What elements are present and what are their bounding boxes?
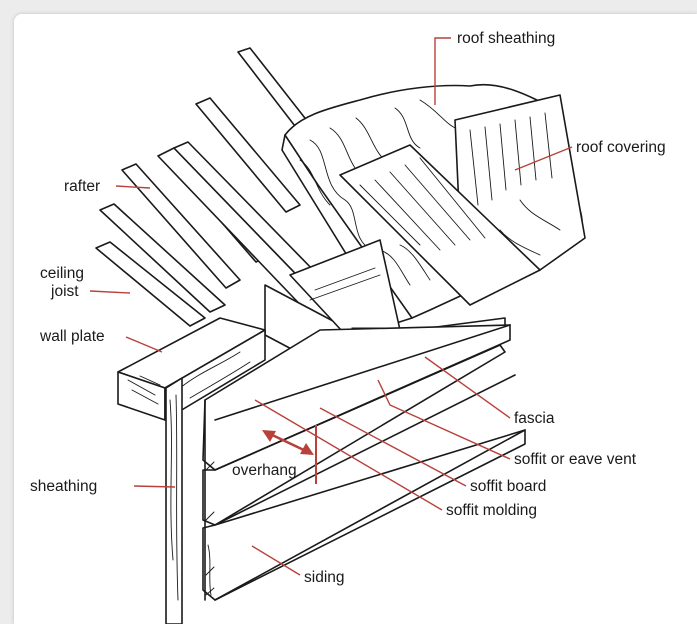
leader-soffit-molding bbox=[254, 399, 443, 511]
wall-sheathing bbox=[165, 377, 183, 624]
leader-rafter bbox=[115, 185, 151, 189]
siding-boards bbox=[202, 324, 526, 601]
label-roof-covering: roof covering bbox=[576, 139, 666, 156]
labels: roof sheathing roof covering rafter ceil… bbox=[30, 30, 666, 586]
label-roof-sheathing: roof sheathing bbox=[457, 30, 555, 47]
label-sheathing: sheathing bbox=[30, 478, 97, 495]
leader-sheathing bbox=[133, 485, 176, 488]
leader-siding bbox=[251, 545, 301, 576]
diagram-card: roof sheathing roof covering rafter ceil… bbox=[14, 14, 697, 624]
leader-lines bbox=[89, 37, 573, 576]
leader-roof-covering bbox=[514, 146, 573, 171]
label-soffit-board: soffit board bbox=[470, 478, 546, 495]
leader-soffit-vent bbox=[377, 379, 511, 460]
label-joist: joist bbox=[50, 283, 79, 300]
label-rafter: rafter bbox=[64, 178, 100, 195]
leader-soffit-board bbox=[319, 407, 467, 487]
leader-roof-sheathing bbox=[434, 37, 451, 105]
label-siding: siding bbox=[304, 569, 345, 586]
label-overhang: overhang bbox=[232, 462, 297, 479]
overhang-dimension bbox=[262, 425, 317, 484]
label-soffit-vent: soffit or eave vent bbox=[514, 451, 637, 468]
leader-fascia bbox=[424, 356, 511, 419]
leader-wall-plate bbox=[125, 336, 163, 353]
eave-construction-diagram: roof sheathing roof covering rafter ceil… bbox=[30, 30, 666, 624]
label-ceiling: ceiling bbox=[40, 265, 84, 282]
label-fascia: fascia bbox=[514, 410, 555, 427]
roof-covering-shingles bbox=[339, 94, 586, 306]
leader-ceiling-joist bbox=[89, 290, 131, 294]
wall-plate-block bbox=[117, 317, 266, 421]
label-soffit-molding: soffit molding bbox=[446, 502, 537, 519]
label-wall-plate: wall plate bbox=[39, 328, 105, 345]
